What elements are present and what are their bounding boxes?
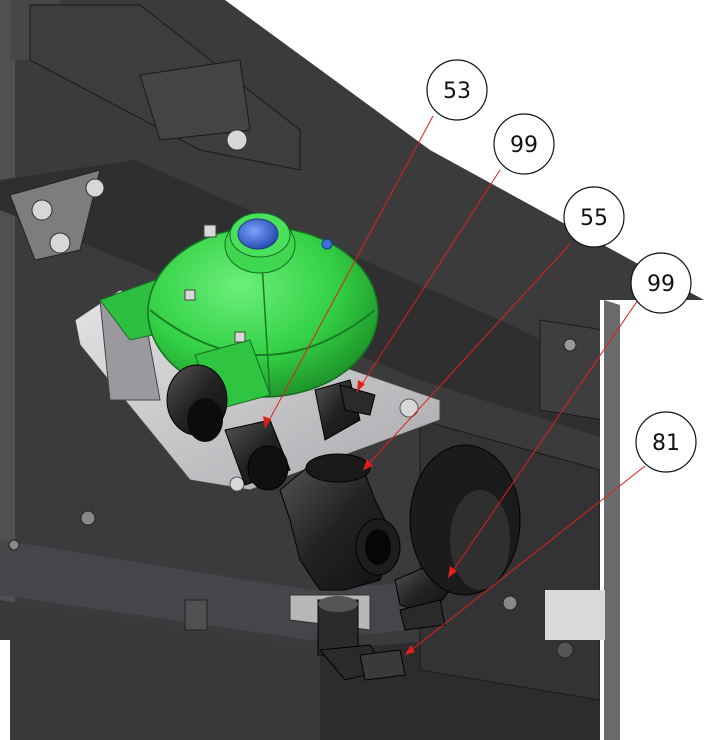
arrowhead-53 bbox=[263, 416, 271, 428]
callout-99-upper: 99 bbox=[493, 113, 555, 175]
callout-81: 81 bbox=[635, 411, 697, 473]
leader-line-99-lower bbox=[447, 299, 639, 579]
callout-label: 55 bbox=[580, 206, 608, 231]
tee-fitting-assembly bbox=[279, 444, 521, 681]
arrowhead-81 bbox=[405, 645, 415, 655]
callout-label: 99 bbox=[510, 133, 538, 158]
callout-99-lower: 99 bbox=[630, 252, 692, 314]
arrowhead-55 bbox=[363, 459, 373, 470]
arrowhead-99-lower bbox=[448, 566, 457, 578]
leader-line-53 bbox=[264, 115, 434, 429]
leader-line-99-upper bbox=[356, 169, 501, 393]
leader-lines bbox=[263, 115, 646, 656]
callout-label: 53 bbox=[443, 79, 471, 104]
frame-screws bbox=[8, 338, 577, 659]
callout-53: 53 bbox=[426, 59, 488, 121]
regulator-fittings bbox=[166, 364, 376, 491]
gas-regulator bbox=[99, 212, 379, 411]
callout-label: 81 bbox=[652, 431, 680, 456]
leader-line-55 bbox=[362, 242, 572, 471]
leader-line-81 bbox=[404, 465, 646, 656]
callout-55: 55 bbox=[563, 186, 625, 248]
triangle-bracket bbox=[9, 129, 248, 261]
arrowhead-99-upper bbox=[357, 380, 365, 392]
callout-label: 99 bbox=[647, 272, 675, 297]
